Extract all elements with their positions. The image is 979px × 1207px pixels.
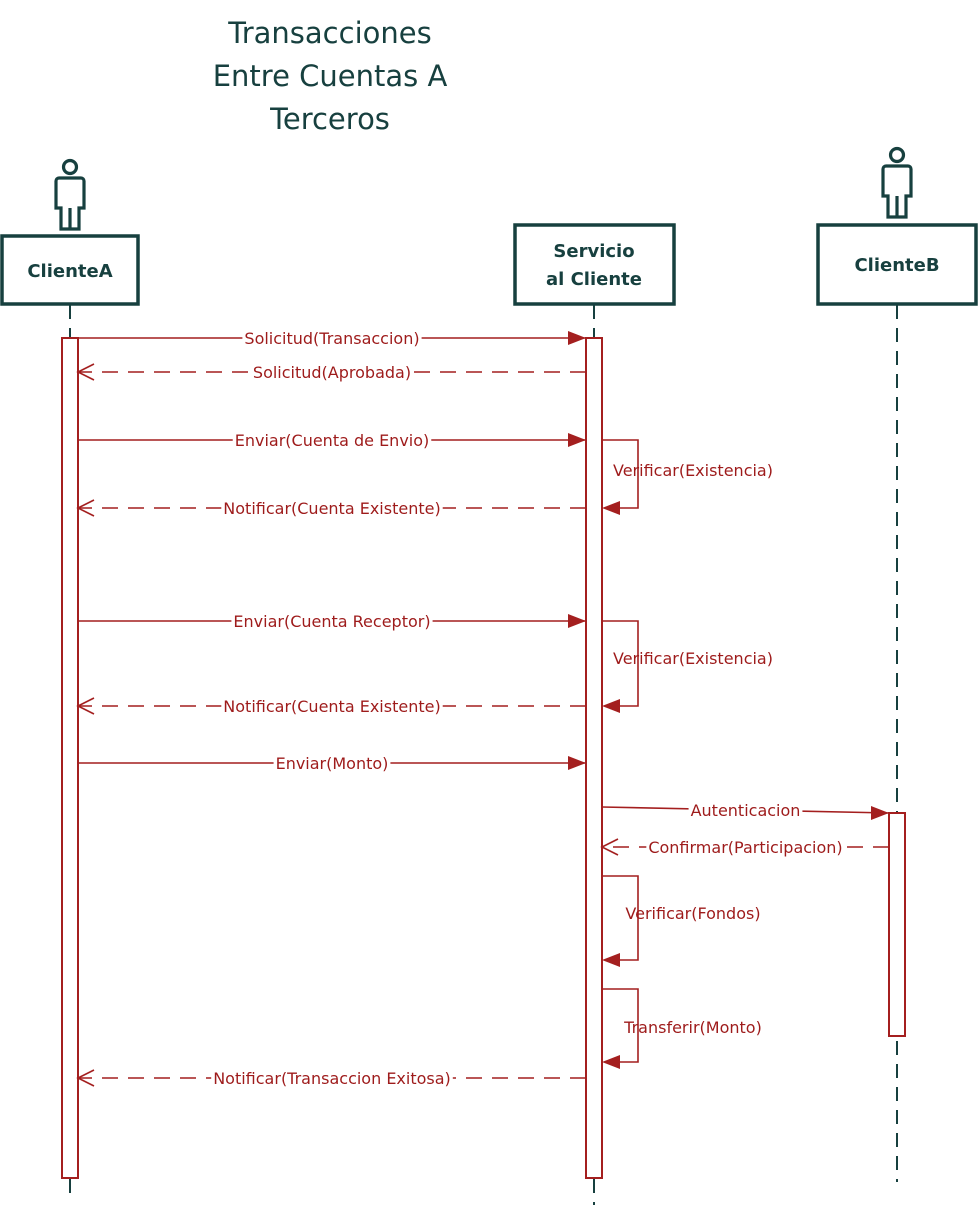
- message-10-label-bg: [688, 801, 803, 820]
- message-13-arrowhead: [602, 1055, 620, 1069]
- participant-servicio[interactable]: Servicio al Cliente: [513, 223, 676, 306]
- message-12-arrowhead: [602, 953, 620, 967]
- message-8-label-bg: [221, 697, 443, 716]
- diagram-title-line-2: Entre Cuentas A: [213, 59, 448, 93]
- activation-servicio: [585, 337, 603, 1179]
- message-6-label: Enviar(Cuenta Receptor): [233, 612, 430, 631]
- message-1-label-bg: [242, 329, 422, 348]
- message-3-arrowhead: [568, 433, 586, 447]
- participant-servicio-label-line-1: Servicio: [553, 241, 634, 262]
- participant-clienteA-label: ClienteA: [27, 261, 112, 282]
- message-6-label-bg: [231, 612, 433, 631]
- message-6-arrowhead: [568, 614, 586, 628]
- message-13-label: Transferir(Monto): [623, 1018, 762, 1037]
- message-11-label: Confirmar(Participacion): [648, 838, 842, 857]
- message-11-label-bg: [646, 838, 845, 857]
- message-7-loop: [602, 620, 639, 707]
- clienteB-actor-icon: [881, 146, 913, 219]
- activation-clienteA: [61, 337, 79, 1179]
- message-10-label: Autenticacion: [691, 801, 801, 820]
- activation-clienteB: [888, 812, 906, 1037]
- message-9-label-bg: [273, 754, 391, 773]
- participant-clienteB-label: ClienteB: [854, 255, 939, 276]
- message-8-arrowhead: [76, 697, 95, 715]
- message-1-label: Solicitud(Transaccion): [244, 329, 419, 348]
- message-9-arrowhead: [568, 756, 586, 770]
- message-14-label-bg: [211, 1069, 453, 1088]
- message-14-label: Notificar(Transaccion Exitosa): [213, 1069, 451, 1088]
- participant-servicio-label-line-2: al Cliente: [546, 269, 642, 290]
- message-2-arrowhead: [76, 363, 95, 381]
- message-9-label: Enviar(Monto): [276, 754, 389, 773]
- message-8-label: Notificar(Cuenta Existente): [223, 697, 440, 716]
- message-2-label: Solicitud(Aprobada): [253, 363, 411, 382]
- message-7-arrowhead: [602, 699, 620, 713]
- participant-clienteB[interactable]: ClienteB: [816, 223, 978, 306]
- message-7-label: Verificar(Existencia): [613, 649, 773, 668]
- message-3-label-bg: [232, 431, 432, 450]
- message-10-arrowhead: [871, 806, 889, 820]
- message-3-label: Enviar(Cuenta de Envio): [235, 431, 430, 450]
- message-5-label: Notificar(Cuenta Existente): [223, 499, 440, 518]
- message-4-loop: [602, 439, 639, 509]
- diagram-title-line-3: Terceros: [269, 102, 390, 136]
- message-14-arrowhead: [76, 1069, 95, 1087]
- participant-clienteA[interactable]: ClienteA: [0, 234, 140, 306]
- message-12-loop: [602, 875, 639, 961]
- message-4-label: Verificar(Existencia): [613, 461, 773, 480]
- clienteA-actor-icon: [54, 158, 86, 231]
- message-11-arrowhead: [600, 838, 619, 856]
- message-5-arrowhead: [76, 499, 95, 517]
- message-12-label: Verificar(Fondos): [625, 904, 760, 923]
- message-13-loop: [602, 988, 639, 1063]
- message-2-label-bg: [250, 363, 414, 382]
- message-4-arrowhead: [602, 501, 620, 515]
- message-1-arrowhead: [568, 331, 586, 345]
- message-5-label-bg: [221, 499, 443, 518]
- diagram-title-line-1: Transacciones: [227, 16, 431, 50]
- messages-layer: Solicitud(Transaccion) Solicitud(Aprobada…: [76, 329, 890, 1088]
